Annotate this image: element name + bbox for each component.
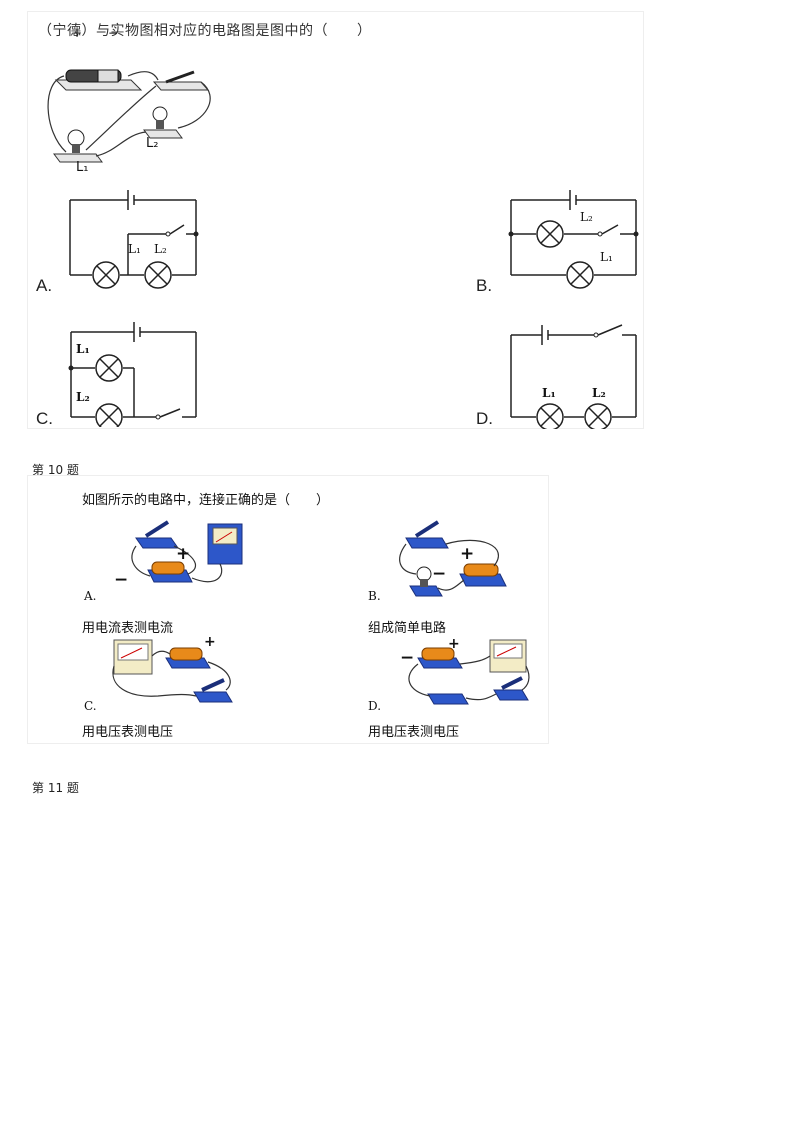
option-a-lamp-top-label: L₁ [128,242,141,256]
photo-label-l2: L₂ [146,136,159,151]
question-11-footer: 第 11 题 [32,781,79,795]
circuit-diagram-b: L₂ L₁ [508,190,639,289]
option-c-lamp-top-label: L₁ [76,342,90,356]
q10-option-c-letter[interactable]: C. [36,409,53,428]
q11-b-plus-sign: + [460,544,475,564]
q11-c-plus-sign: + [204,634,216,650]
option-c-lamp-bottom-label: L₂ [76,390,90,404]
q11-option-d-caption: 用电压表测电压 [368,725,460,740]
q11-option-b-letter[interactable]: B. [368,589,381,603]
q11-d-plus-sign: + [448,636,460,652]
question-10-prompt: （宁德）与实物图相对应的电路图是图中的（ ） [38,23,372,39]
option-d-lamp-top-label: L₁ [542,386,556,400]
option-b-lamp-top-label: L₂ [580,210,593,224]
q11-option-d-letter[interactable]: D. [368,699,382,713]
physical-circuit-photo [47,69,211,163]
q10-option-b-letter[interactable]: B. [476,276,493,295]
question-11-panel: 如图所示的电路中，连接正确的是（ ） + − A. 用电流表测电流 + − B.… [27,475,549,744]
q11-option-a-caption: 用电流表测电流 [82,621,174,636]
question-11-prompt: 如图所示的电路中，连接正确的是（ ） [82,493,330,508]
q11-option-a-illustration [131,520,243,583]
photo-label-l1: L₁ [76,160,89,175]
q11-option-a-letter[interactable]: A. [84,589,97,603]
circuit-diagram-a: L₁ L₂ [69,190,199,289]
option-a-lamp-bottom-label: L₂ [154,242,167,256]
q11-a-plus-sign: + [176,544,191,564]
circuit-diagram-d: L₁ L₂ [510,324,637,429]
q10-option-a-letter[interactable]: A. [36,276,53,295]
q11-d-minus-sign: − [400,648,415,668]
option-b-lamp-bottom-label: L₁ [600,250,613,264]
q11-option-c-caption: 用电压表测电压 [82,725,174,740]
photo-minus-sign: − [108,26,119,40]
q10-option-d-letter[interactable]: D. [476,409,493,428]
question-10-footer: 第 10 题 [32,463,79,477]
q11-option-b-caption: 组成简单电路 [368,621,447,636]
photo-plus-sign: + [72,26,83,40]
q11-a-minus-sign: − [114,570,129,590]
q11-b-minus-sign: − [432,564,447,584]
q11-option-d-illustration [408,639,530,705]
circuit-diagram-c: L₁ L₂ [68,322,197,427]
question-10-panel: （宁德）与实物图相对应的电路图是图中的（ ） + − L₁ L₂ A. [27,11,644,429]
q11-option-c-illustration [112,639,233,703]
q11-option-b-illustration [399,520,507,597]
q11-option-c-letter[interactable]: C. [84,699,97,713]
option-d-lamp-bottom-label: L₂ [592,386,606,400]
